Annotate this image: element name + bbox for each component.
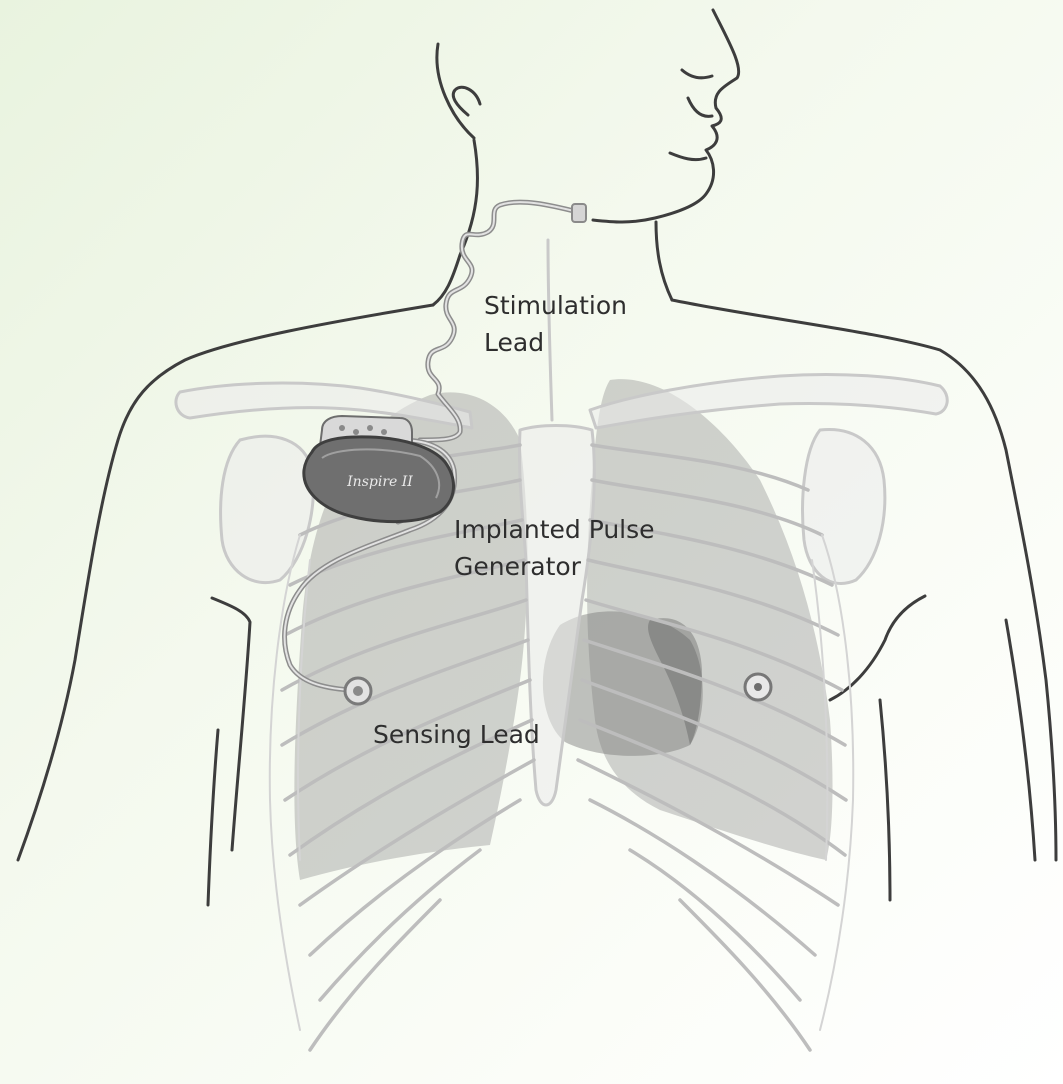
stimulation-lead-label-line2: Lead: [484, 324, 627, 361]
clavicle-right: [176, 383, 472, 428]
nose-detail-outline: [688, 98, 712, 116]
device-brand-text: Inspire II: [346, 474, 413, 490]
shoulder-blade-left: [803, 429, 885, 583]
stimulation-lead-label-line1: Stimulation: [484, 287, 627, 324]
arm-left-inner2-outline: [208, 730, 218, 905]
face-profile-outline: [593, 10, 739, 222]
pulse-generator-label-line1: Implanted Pulse: [454, 511, 655, 548]
shoulder-blade-right: [221, 436, 314, 582]
arm-right-inner-outline: [830, 596, 925, 700]
sensing-electrode-icon: [345, 678, 371, 704]
arm-right-back-outline: [1006, 620, 1035, 860]
neck-right-outline: [656, 222, 672, 300]
sensing-lead-label: Sensing Lead: [373, 716, 540, 753]
mouth-outline: [670, 153, 706, 160]
sensing-lead-label-text: Sensing Lead: [373, 716, 540, 753]
pulse-generator-label-line2: Generator: [454, 548, 655, 585]
ear-outline: [453, 87, 480, 115]
eye-outline: [682, 70, 712, 78]
arm-right-inner2-outline: [880, 700, 890, 900]
stimulation-lead-label: Stimulation Lead: [484, 287, 627, 361]
pulse-generator-label: Implanted Pulse Generator: [454, 511, 655, 585]
arm-left-inner-outline: [212, 598, 250, 850]
nipple-icon: [745, 674, 771, 700]
stimulation-cuff-icon: [572, 204, 586, 222]
